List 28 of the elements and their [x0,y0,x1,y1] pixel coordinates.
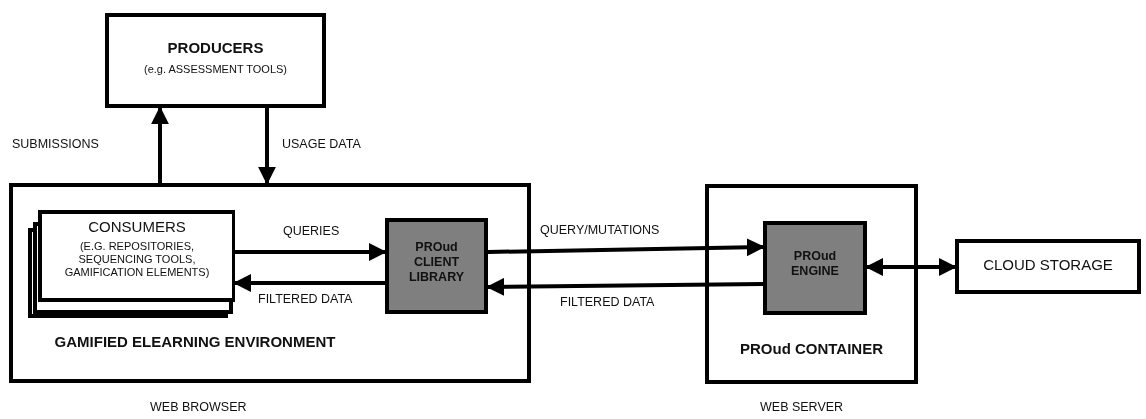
caption-label: WEB SERVER [760,400,844,414]
arrow [487,238,765,257]
arrow [258,108,276,185]
edge-label: USAGE DATA [282,137,361,151]
edge-label: SUBMISSIONS [12,137,99,151]
box-title: CONSUMERS [87,218,187,236]
library-box [385,218,488,314]
producer-box [105,13,326,108]
edge-label: QUERY/MUTATIONS [540,223,660,237]
caption-label: WEB BROWSER [150,400,247,414]
box-title: CLOUD STORAGE [982,256,1114,274]
edge-label: FILTERED DATA [560,295,655,309]
container-title: PROud CONTAINER [738,340,885,358]
server-container [705,184,918,384]
box-title: PROud ENGINE [790,249,840,279]
box-subtitle: (e.g. ASSESSMENT TOOLS) [142,63,289,77]
box-subtitle: (E.G. REPOSITORIES, SEQUENCING TOOLS, GAMIFICATION ELEMENTS) [63,240,211,280]
edge-label: QUERIES [283,224,340,238]
box-title: PROud CLIENT LIBRARY [407,240,466,285]
engine-box [763,221,867,315]
box-title: PRODUCERS [166,39,265,57]
arrow [151,106,169,183]
storage-box [955,239,1141,294]
container-title: GAMIFIED ELEARNING ENVIRONMENT [53,333,337,351]
consumer-stack [28,210,235,318]
arrow [235,243,387,261]
edge-label: FILTERED DATA [258,292,353,306]
environment-container [9,183,531,383]
